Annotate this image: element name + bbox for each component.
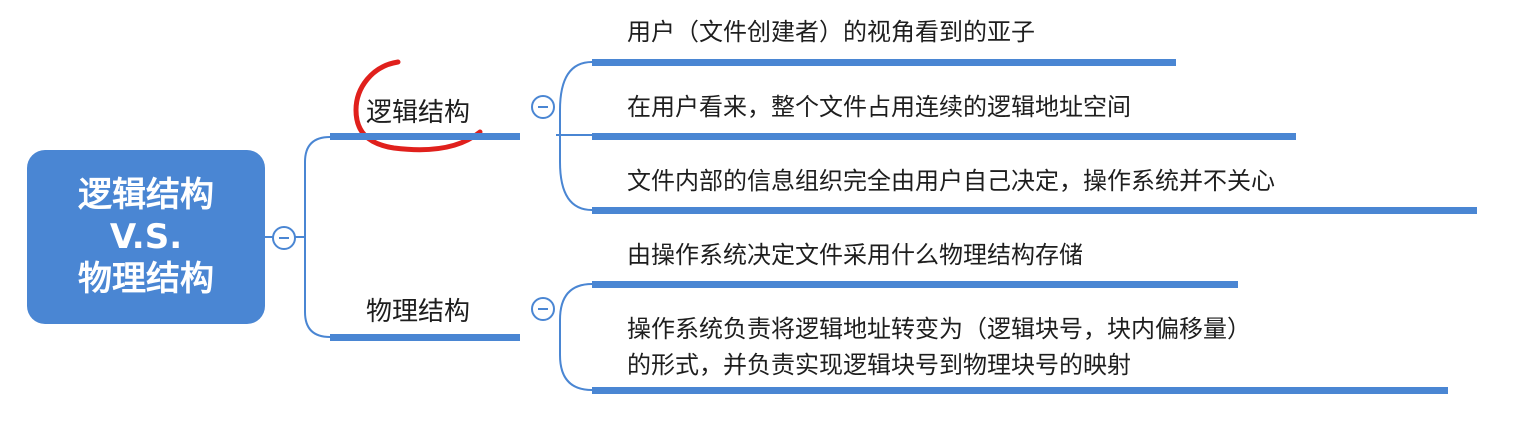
leaf-logical-2-underline <box>592 133 1296 140</box>
root-title-line-3: 物理结构 <box>78 259 214 299</box>
root-title-line-1: 逻辑结构 <box>78 175 214 215</box>
leaf-physical-1[interactable]: 由操作系统决定文件采用什么物理结构存储 <box>627 237 1083 273</box>
leaf-physical-2[interactable]: 操作系统负责将逻辑地址转变为（逻辑块号，块内偏移量） 的形式，并负责实现逻辑块号… <box>627 311 1251 383</box>
branch-label-logical[interactable]: 逻辑结构 <box>366 98 471 128</box>
leaf-logical-3-text: 文件内部的信息组织完全由用户自己决定，操作系统并不关心 <box>627 167 1275 195</box>
leaf-logical-2[interactable]: 在用户看来，整个文件占用连续的逻辑地址空间 <box>627 89 1131 125</box>
leaf-logical-1-text: 用户（文件创建者）的视角看到的亚子 <box>627 18 1035 46</box>
leaf-physical-2-line-1: 操作系统负责将逻辑地址转变为（逻辑块号，块内偏移量） <box>627 315 1251 343</box>
branch-underline-physical <box>330 334 520 341</box>
leaf-physical-2-line-2: 的形式，并负责实现逻辑块号到物理块号的映射 <box>627 351 1131 379</box>
branch-label-physical[interactable]: 物理结构 <box>366 297 471 327</box>
leaf-logical-3[interactable]: 文件内部的信息组织完全由用户自己决定，操作系统并不关心 <box>627 163 1275 199</box>
leaf-physical-1-text: 由操作系统决定文件采用什么物理结构存储 <box>627 241 1083 269</box>
leaf-logical-2-text: 在用户看来，整个文件占用连续的逻辑地址空间 <box>627 93 1131 121</box>
root-collapse-icon[interactable] <box>272 226 296 250</box>
leaf-logical-3-underline <box>592 207 1477 214</box>
branch-underline-logical <box>330 133 520 140</box>
connector-branch2-leaves <box>559 283 593 391</box>
branch1-collapse-icon[interactable] <box>531 95 555 119</box>
leaf-physical-2-underline <box>592 387 1448 394</box>
leaf-logical-1[interactable]: 用户（文件创建者）的视角看到的亚子 <box>627 14 1035 50</box>
root-title-line-2: V.S. <box>109 217 183 257</box>
root-node[interactable]: 逻辑结构 V.S. 物理结构 <box>27 150 265 324</box>
branch2-collapse-icon[interactable] <box>531 297 555 321</box>
leaf-logical-1-underline <box>592 59 1176 66</box>
leaf-physical-1-underline <box>592 281 1238 288</box>
connector-root-to-branches <box>304 136 331 338</box>
